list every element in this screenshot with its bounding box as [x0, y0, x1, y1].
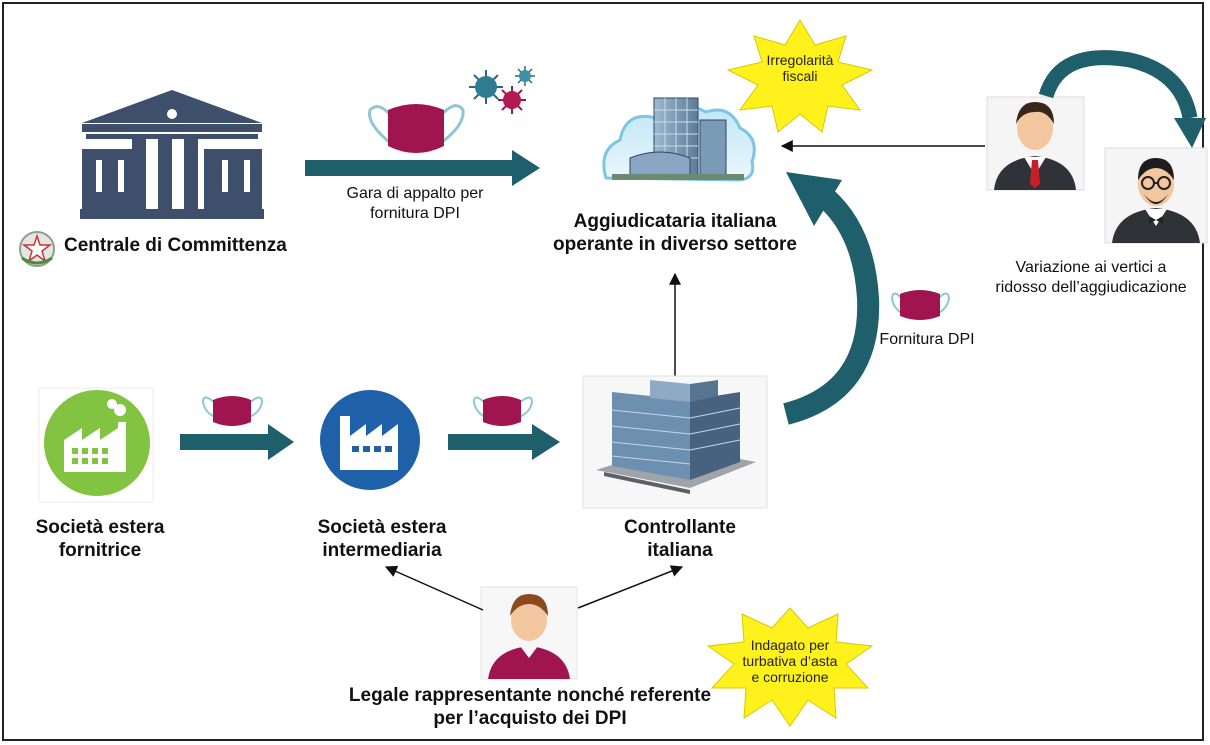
indagato-text-line2: turbativa d’asta: [742, 653, 838, 670]
supply-arrow-1: [180, 424, 294, 460]
variazione-label: Variazione ai vertici a ridosso dell’agg…: [978, 258, 1204, 297]
legale-label: Legale rappresentante nonché referente p…: [300, 684, 760, 730]
office-building-icon: [602, 97, 756, 182]
italian-emblem-icon: [19, 231, 55, 267]
irregolarita-text: Irregolarità fiscali: [755, 52, 845, 84]
variazione-label-line1: Variazione ai vertici a: [1015, 259, 1167, 276]
aggiudicataria-label-line2: operante in diverso settore: [553, 234, 797, 256]
gara-arrow: [305, 150, 540, 186]
indagato-text-line1: Indagato per: [750, 637, 830, 653]
mask-icon: [890, 290, 951, 320]
headquarters-building-icon: [582, 375, 768, 509]
irregolarita-text-line2: fiscali: [782, 68, 818, 85]
estera-intermediaria-label-line1: Società estera: [317, 517, 447, 538]
irregolarita-text-line1: Irregolarità: [766, 52, 834, 68]
estera-intermediaria-label: Società estera intermediaria: [292, 516, 472, 562]
legale-to-intermediaria-arrow: [384, 565, 484, 611]
government-building-icon: [80, 90, 264, 219]
estera-fornitrice-label: Società estera fornitrice: [10, 516, 190, 562]
factory-green-icon: [38, 387, 154, 503]
gara-label-line2: fornitura DPI: [370, 204, 460, 222]
factory-blue-icon: [320, 390, 420, 490]
indagato-burst: [706, 607, 874, 727]
centrale-label: Centrale di Committenza: [64, 235, 287, 256]
legale-label-line1: Legale rappresentante nonché referente: [348, 685, 712, 706]
controllante-label: Controllante italiana: [600, 516, 760, 562]
variazione-curved-arrow: [1038, 50, 1206, 148]
legale-to-controllante-arrow: [577, 565, 684, 609]
virus-icon: [469, 66, 535, 114]
mask-icon: [472, 396, 534, 426]
man-glasses-avatar-icon: [1104, 147, 1208, 244]
legale-label-line2: per l’acquisto dei DPI: [433, 708, 627, 730]
gara-label-line1: Gara di appalto per: [346, 185, 484, 202]
legal-representative-avatar-icon: [480, 586, 578, 680]
gara-label: Gara di appalto per fornitura DPI: [315, 184, 515, 223]
fornitura-curved-arrow: [783, 172, 880, 425]
aggiudicataria-label: Aggiudicataria italiana operante in dive…: [510, 210, 840, 256]
estera-fornitrice-label-line1: Società estera: [35, 517, 165, 538]
estera-fornitrice-label-line2: fornitrice: [58, 540, 142, 562]
estera-intermediaria-label-line2: intermediaria: [322, 540, 442, 562]
mask-icon: [201, 396, 264, 426]
aggiudicataria-label-line1: Aggiudicataria italiana: [573, 211, 777, 232]
controllante-label-line2: italiana: [647, 540, 713, 562]
man-avatar-icon: [986, 96, 1085, 191]
controllante-label-line1: Controllante: [624, 517, 736, 538]
mask-icon: [367, 104, 465, 153]
fornitura-label: Fornitura DPI: [879, 331, 975, 348]
supply-arrow-2: [448, 424, 560, 460]
irregolarita-burst: [726, 19, 874, 133]
indagato-text-line3: e corruzione: [751, 669, 829, 686]
variazione-label-line2: ridosso dell’aggiudicazione: [995, 278, 1187, 296]
indagato-text: Indagato per turbativa d’asta e corruzio…: [735, 637, 845, 685]
